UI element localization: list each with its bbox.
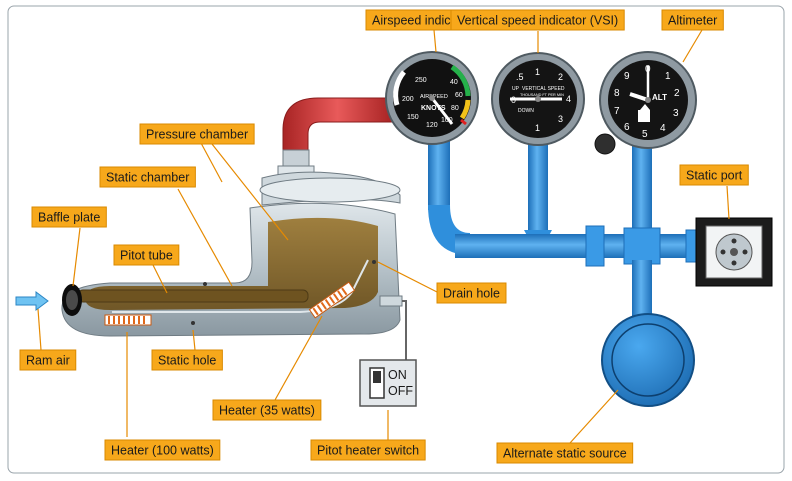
vsi-title-text: VERTICAL SPEED [522,86,565,92]
label-alternate-static-source: Alternate static source [496,442,634,464]
label-pressure-chamber-text: Pressure chamber [146,128,248,142]
callout-labels: Airspeed indicator (ASI) Vertical speed … [19,9,749,464]
asi-tick-60: 60 [455,92,463,99]
label-baffle-plate-text: Baffle plate [38,211,100,225]
alt-num-1: 1 [665,71,671,82]
alt-num-3: 3 [673,108,679,119]
asi-tick-200: 200 [402,96,414,103]
alt-num-9: 9 [624,71,630,82]
label-static-chamber: Static chamber [99,166,196,188]
asi-tick-250: 250 [415,77,427,84]
asi-tick-40: 40 [450,79,458,86]
label-pitot-heater-switch-text: Pitot heater switch [317,444,419,458]
vsi-num-2-top: 2 [558,72,563,82]
airspeed-indicator: 40 60 80 100 120 150 200 250 AIRSPEED KN… [385,51,479,145]
label-pitot-tube: Pitot tube [113,244,180,266]
label-drain-hole-text: Drain hole [443,287,500,301]
asi-tick-80: 80 [451,105,459,112]
pitot-head-housing [61,171,407,362]
pitot-heater-switch[interactable]: ON OFF [359,359,417,407]
asi-tick-150: 150 [407,114,419,121]
static-pipe-network [428,140,707,320]
asi-tick-100: 100 [441,117,453,124]
alt-num-4: 4 [660,123,666,134]
vsi-num-5-top: .5 [516,72,524,82]
label-heater-35-text: Heater (35 watts) [219,404,315,418]
ram-air-arrow-icon [15,291,49,311]
vsi-num-3: 3 [558,114,563,124]
label-altimeter-text: Altimeter [668,14,717,28]
vsi-down-text: DOWN [518,108,534,114]
label-drain-hole: Drain hole [436,282,507,304]
vsi-up-text: UP [512,86,520,92]
label-static-chamber-text: Static chamber [106,171,189,185]
label-ram-air-text: Ram air [26,354,70,368]
label-static-hole-text: Static hole [158,354,216,368]
alt-num-2: 2 [674,88,680,99]
label-static-port: Static port [679,164,749,186]
label-altimeter: Altimeter [661,9,724,31]
alt-num-5: 5 [642,129,648,140]
alt-num-8: 8 [614,88,620,99]
static-port [695,217,773,287]
label-ram-air: Ram air [19,349,77,371]
alt-title-text: ALT [652,93,667,102]
switch-on-text: ON [388,368,407,382]
label-static-port-text: Static port [686,169,743,183]
vsi-num-4: 4 [566,94,571,104]
vertical-speed-indicator: 1 2 .5 4 0 3 1 UP VERTICAL SPEED THOUSAN… [491,52,585,146]
vsi-subtitle-text: THOUSAND FT PER MIN [520,93,564,97]
label-heater-100-text: Heater (100 watts) [111,444,214,458]
leader-lines [37,29,730,444]
label-static-hole: Static hole [151,349,223,371]
label-heater-35: Heater (35 watts) [212,399,322,421]
alt-num-6: 6 [624,122,630,133]
label-vsi-text: Vertical speed indicator (VSI) [457,14,618,28]
asi-tick-120: 120 [426,122,438,129]
vsi-num-1-bottom: 1 [535,123,540,133]
altimeter-setting-knob[interactable] [594,133,616,155]
switch-off-text: OFF [388,384,413,398]
label-alternate-static-source-text: Alternate static source [503,447,627,461]
altimeter: 0 1 2 3 4 5 6 7 8 9 ALT [594,51,697,155]
alt-num-7: 7 [614,106,620,117]
label-heater-100: Heater (100 watts) [104,439,221,461]
label-pitot-tube-text: Pitot tube [120,249,173,263]
vsi-num-1-top: 1 [535,67,540,77]
label-vsi: Vertical speed indicator (VSI) [450,9,625,31]
asi-unit-text: KNOTS [421,105,446,112]
label-pitot-heater-switch: Pitot heater switch [310,439,426,461]
label-pressure-chamber: Pressure chamber [139,123,255,145]
label-baffle-plate: Baffle plate [31,206,107,228]
alternate-static-source [601,313,695,407]
